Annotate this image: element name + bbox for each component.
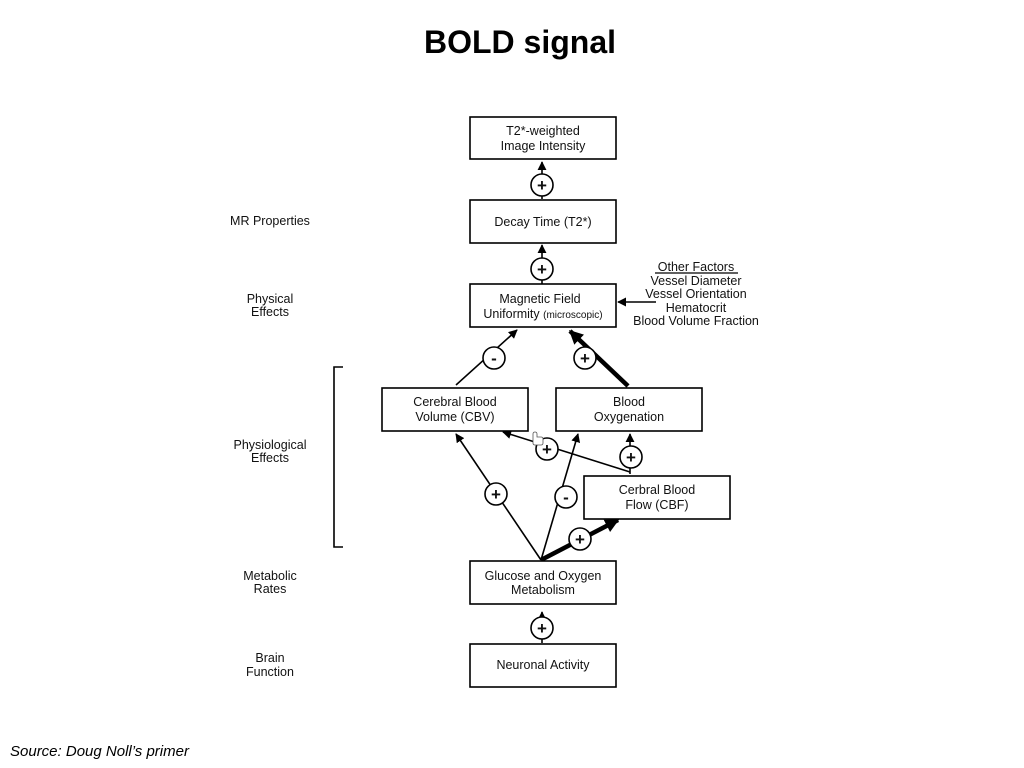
source-caption: Source: Doug Noll’s primer: [10, 743, 189, 760]
svg-text:+: +: [491, 485, 501, 504]
svg-text:+: +: [537, 619, 547, 638]
svg-text:Effects: Effects: [251, 451, 289, 465]
other-factor-item: Hematocrit: [666, 301, 727, 315]
svg-text:Blood: Blood: [613, 395, 645, 409]
slide-title: BOLD signal: [423, 24, 616, 60]
svg-text:Volume (CBV): Volume (CBV): [415, 410, 494, 424]
node-cbv: Cerebral Blood Volume (CBV): [381, 387, 529, 432]
svg-text:Decay Time (T2*): Decay Time (T2*): [494, 215, 591, 229]
sign-oxygenation-field: +: [573, 346, 597, 370]
svg-text:+: +: [542, 440, 552, 459]
node-magnetic-field: Magnetic Field Uniformity (microscopic): [469, 283, 617, 328]
svg-text:Magnetic Field: Magnetic Field: [499, 292, 580, 306]
node-blood-oxygenation: Blood Oxygenation: [555, 387, 703, 432]
svg-text:Glucose and Oxygen: Glucose and Oxygen: [485, 569, 602, 583]
svg-text:Cerbral Blood: Cerbral Blood: [619, 483, 695, 497]
node-decay-time: Decay Time (T2*): [469, 199, 617, 244]
node-metabolism: Glucose and Oxygen Metabolism: [469, 560, 617, 605]
arrow-oxygenation-to-field: [568, 329, 630, 388]
svg-text:Oxygenation: Oxygenation: [594, 410, 664, 424]
sign-metabolism-oxygenation: -: [554, 485, 578, 509]
svg-text:Image Intensity: Image Intensity: [501, 139, 587, 153]
svg-text:+: +: [537, 260, 547, 279]
node-neuronal-activity: Neuronal Activity: [469, 643, 617, 688]
physiological-bracket: [333, 366, 343, 548]
sign-neuro-metabolism: +: [530, 616, 554, 640]
node-cbf: Cerbral Blood Flow (CBF): [583, 475, 731, 520]
svg-text:Uniformity (microscopi: Uniformity (microscopic): [483, 307, 602, 321]
svg-text:MR Properties: MR Properties: [230, 214, 310, 228]
svg-text:+: +: [580, 349, 590, 368]
other-factor-item: Vessel Orientation: [645, 287, 746, 301]
sign-cbv-field: -: [482, 346, 506, 370]
sign-image-decay: +: [530, 173, 554, 197]
svg-text:Function: Function: [246, 665, 294, 679]
svg-text:+: +: [537, 176, 547, 195]
sign-decay-field: +: [530, 257, 554, 281]
svg-text:T2*-weighted: T2*-weighted: [506, 124, 580, 138]
hand-cursor-icon: [532, 431, 544, 446]
svg-text:-: -: [563, 488, 569, 507]
level-label-physiological-effects: Physiological Effects: [234, 438, 307, 465]
sign-metabolism-cbv: +: [484, 482, 508, 506]
other-factor-item: Blood Volume Fraction: [633, 314, 759, 328]
level-label-brain-function: Brain Function: [246, 651, 294, 679]
svg-text:Metabolic: Metabolic: [243, 569, 297, 583]
other-factor-item: Vessel Diameter: [650, 274, 741, 288]
svg-text:Rates: Rates: [254, 582, 287, 596]
svg-text:-: -: [491, 349, 497, 368]
arrow-cbf-to-cbv: [502, 430, 631, 473]
other-factors: Other Factors Vessel Diameter Vessel Ori…: [633, 260, 759, 328]
svg-text:Flow (CBF): Flow (CBF): [625, 498, 688, 512]
svg-text:+: +: [575, 530, 585, 549]
node-t2-intensity: T2*-weighted Image Intensity: [469, 116, 617, 160]
svg-text:Metabolism: Metabolism: [511, 583, 575, 597]
level-label-mr-properties: MR Properties: [230, 214, 310, 228]
other-factors-heading: Other Factors: [658, 260, 734, 274]
svg-text:Cerebral Blood: Cerebral Blood: [413, 395, 496, 409]
svg-text:Physical: Physical: [247, 292, 294, 306]
svg-text:Neuronal Activity: Neuronal Activity: [496, 658, 590, 672]
level-label-physical-effects: Physical Effects: [247, 292, 294, 319]
sign-metabolism-cbf: +: [568, 527, 592, 551]
svg-text:Effects: Effects: [251, 305, 289, 319]
level-label-metabolic-rates: Metabolic Rates: [243, 569, 297, 596]
svg-text:Brain: Brain: [255, 651, 284, 665]
sign-cbf-oxygenation: +: [619, 445, 643, 469]
svg-text:Physiological: Physiological: [234, 438, 307, 452]
svg-text:+: +: [626, 448, 636, 467]
